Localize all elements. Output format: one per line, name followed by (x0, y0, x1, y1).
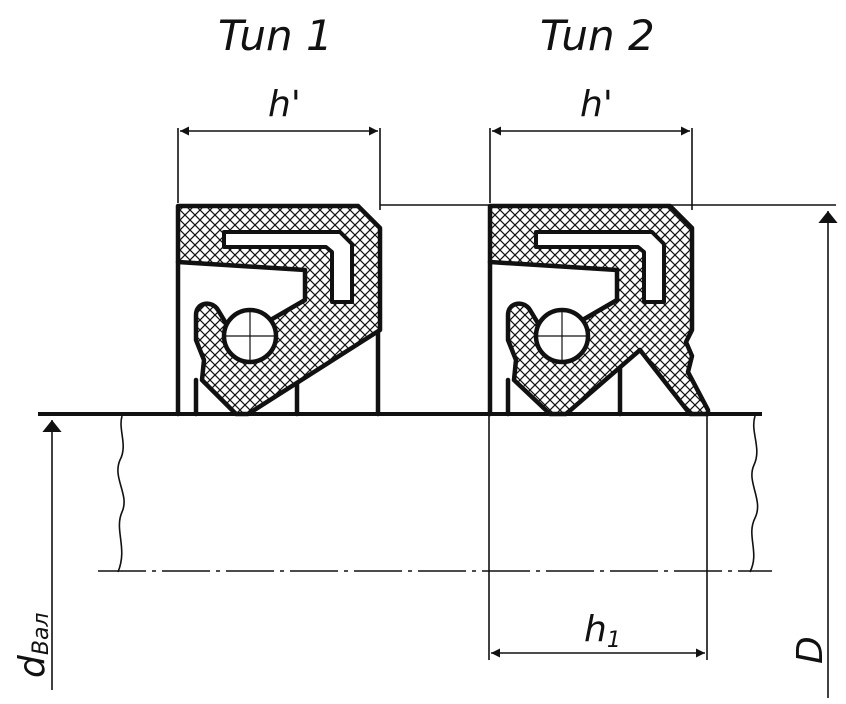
shaft-break-line-right (749, 415, 759, 573)
type1-title: Tun 1 (218, 11, 333, 60)
type1-width-label: h' (268, 84, 301, 125)
type2-lower-width-label: h1 (584, 609, 621, 653)
type1-seal-section (175, 203, 383, 417)
type2-seal-section (487, 203, 711, 417)
type2-width-dimension: h' (489, 84, 693, 210)
outer-diameter-label: D (790, 636, 831, 664)
type2-width-label: h' (580, 84, 613, 125)
shaft-break-line-left (117, 415, 125, 573)
type1-width-dimension: h' (177, 84, 381, 210)
type2-lower-width-dimension: h1 (488, 416, 708, 660)
type2-title: Tun 2 (540, 11, 655, 60)
shaft-diameter-label: dВал (12, 613, 54, 679)
